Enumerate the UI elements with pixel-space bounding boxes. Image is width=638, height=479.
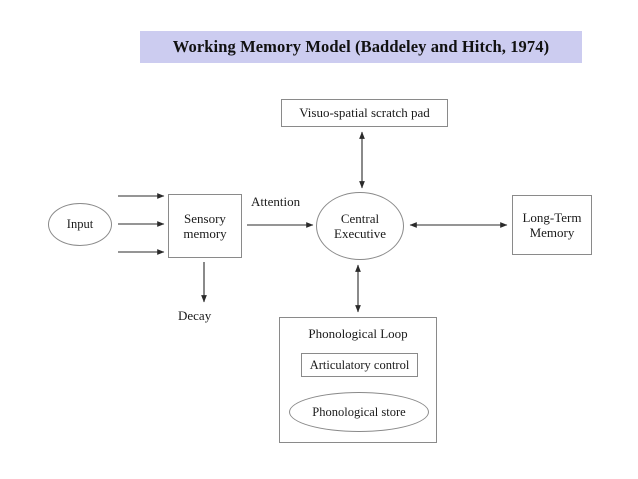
node-phonological-loop-label: Phonological Loop [308,326,408,341]
node-input-label: Input [66,217,94,232]
node-long-term-memory-label-line1: Long-Term [522,209,582,225]
node-long-term-memory: Long-Term Memory [512,195,592,255]
edge-label-attention: Attention [251,194,301,209]
title-banner: Working Memory Model (Baddeley and Hitch… [140,31,582,63]
page-title: Working Memory Model (Baddeley and Hitch… [172,37,550,56]
node-central-executive: Central Executive [316,192,404,260]
node-central-executive-label-line2: Executive [334,226,386,241]
node-sensory-memory-label-line1: Sensory [184,210,226,226]
node-phonological-store: Phonological store [289,392,429,432]
node-input: Input [48,203,112,246]
node-visuospatial-label: Visuo-spatial scratch pad [299,105,430,121]
node-sensory-memory-label-line2: memory [183,226,227,241]
node-phonological-store-label: Phonological store [312,404,406,419]
node-long-term-memory-label-line2: Memory [529,225,575,240]
node-central-executive-label-line1: Central [340,210,380,226]
node-articulatory-control: Articulatory control [301,353,418,377]
node-articulatory-control-label: Articulatory control [309,357,410,372]
edge-label-decay: Decay [178,308,212,323]
node-sensory-memory: Sensory memory [168,194,242,258]
node-visuospatial-scratch-pad: Visuo-spatial scratch pad [281,99,448,127]
